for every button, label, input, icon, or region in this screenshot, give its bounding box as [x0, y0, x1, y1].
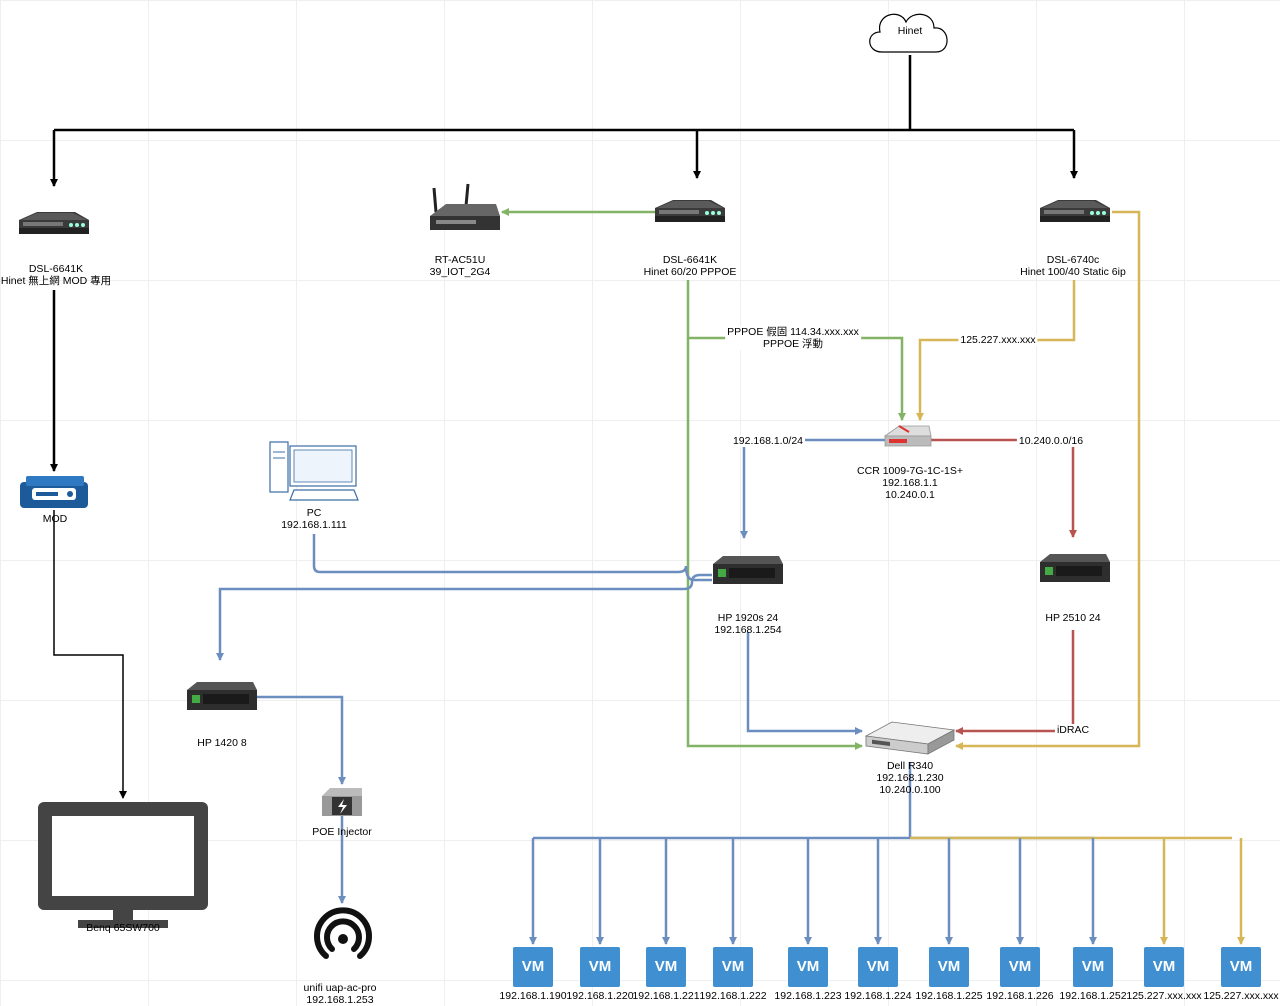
vm-node: VM: [788, 947, 828, 987]
modem-mod-name: DSL-6641K: [28, 263, 84, 275]
vm-ip-label: 125.227.xxx.xxx: [1126, 990, 1202, 1002]
cloud-label: Hinet: [897, 25, 923, 37]
vm-node: VM: [1000, 947, 1040, 987]
router-rt-desc: 39_IOT_2G4: [429, 266, 491, 278]
modem-icon-static: [1040, 200, 1110, 222]
blue-lines: [216, 438, 1094, 904]
pc-label: PC 192.168.1.111: [281, 507, 347, 531]
wifi-ap-icon: [314, 907, 372, 959]
hp1920-ip: 192.168.1.254: [714, 624, 782, 636]
dell-label: Dell R340 192.168.1.230 10.240.0.100: [876, 760, 943, 796]
switch-icon-hp1920: [713, 556, 783, 584]
poe-injector-icon: [322, 788, 362, 816]
vm-ip-label: 125.227.xxx.xxx: [1203, 990, 1279, 1002]
modem-static-label: DSL-6740c Hinet 100/40 Static 6ip: [1020, 254, 1126, 278]
ccr-label: CCR 1009-7G-1C-1S+ 192.168.1.1 10.240.0.…: [857, 465, 963, 501]
edge-label-pppoe-line2: PPPOE 浮動: [762, 338, 824, 350]
pc-ip: 192.168.1.111: [281, 519, 347, 531]
pc-icon: [269, 441, 359, 501]
ccr-name: CCR 1009-7G-1C-1S+: [857, 465, 963, 477]
modem-mod-label: DSL-6641K Hinet 無上網 MOD 專用: [1, 263, 111, 287]
vm-ip-label: 192.168.1.252: [1059, 990, 1127, 1002]
edge-label-static: 125.227.xxx.xxx: [958, 334, 1038, 346]
switch-icon-hp2510: [1040, 554, 1110, 582]
server-icon: [864, 721, 956, 755]
vm-ip-label: 192.168.1.220: [566, 990, 634, 1002]
hp2510-label: HP 2510 24: [1045, 612, 1101, 624]
edge-label-idrac: iDRAC: [1054, 724, 1092, 736]
modem-pppoe-label: DSL-6641K Hinet 60/20 PPPOE: [644, 254, 737, 278]
unifi-ip: 192.168.1.253: [306, 994, 374, 1006]
mod-to-tv-line: [53, 510, 127, 799]
tv-label: Benq 65SW700: [86, 922, 160, 934]
poe-label: POE Injector: [312, 826, 372, 838]
switch-icon-hp1420: [187, 682, 257, 710]
modem-static-name: DSL-6740c: [1046, 254, 1100, 266]
vm-node: VM: [513, 947, 553, 987]
router-rt-label: RT-AC51U 39_IOT_2G4: [430, 254, 491, 278]
vm-node: VM: [646, 947, 686, 987]
modem-icon-mod: [19, 212, 89, 234]
tv-icon: [38, 802, 208, 928]
unifi-label: unifi uap-ac-pro 192.168.1.253: [304, 982, 377, 1006]
vm-node: VM: [580, 947, 620, 987]
edge-label-pppoe-line1: PPPOE 假固 114.34.xxx.xxx: [727, 326, 859, 338]
edge-label-lan: 192.168.1.0/24: [730, 435, 806, 447]
hp1920-name: HP 1920s 24: [717, 612, 779, 624]
router-rt-name: RT-AC51U: [434, 254, 486, 266]
edge-label-pppoe: PPPOE 假固 114.34.xxx.xxx PPPOE 浮動: [725, 326, 861, 350]
unifi-name: unifi uap-ac-pro: [303, 982, 377, 994]
vm-ip-label: 192.168.1.226: [986, 990, 1054, 1002]
ccr-router-icon: [883, 425, 932, 447]
wan-lines: [50, 55, 1078, 472]
vm-node: VM: [929, 947, 969, 987]
vm-ip-label: 192.168.1.221: [632, 990, 700, 1002]
modem-pppoe-name: DSL-6641K: [662, 254, 718, 266]
dell-ip1: 192.168.1.230: [876, 772, 944, 784]
hp1920-label: HP 1920s 24 192.168.1.254: [714, 612, 781, 636]
vm-ip-label: 192.168.1.222: [699, 990, 767, 1002]
vm-node: VM: [858, 947, 898, 987]
ccr-ip1: 192.168.1.1: [882, 477, 938, 489]
mod-box-icon: [20, 476, 88, 508]
vm-ip-label: 192.168.1.190: [499, 990, 567, 1002]
dell-ip2: 10.240.0.100: [879, 784, 941, 796]
modem-pppoe-desc: Hinet 60/20 PPPOE: [643, 266, 737, 278]
modem-icon-pppoe: [655, 200, 725, 222]
modem-static-desc: Hinet 100/40 Static 6ip: [1020, 266, 1126, 278]
cloud-icon: [869, 13, 948, 53]
vm-ip-label: 192.168.1.223: [774, 990, 842, 1002]
vm-node: VM: [1073, 947, 1113, 987]
dell-name: Dell R340: [886, 760, 934, 772]
modem-mod-desc: Hinet 無上網 MOD 專用: [0, 275, 112, 287]
hp1420-label: HP 1420 8: [197, 737, 247, 749]
vm-ip-label: 192.168.1.225: [915, 990, 983, 1002]
vm-node: VM: [1221, 947, 1261, 987]
vm-drop-lines: [529, 838, 1245, 945]
pc-name: PC: [306, 507, 322, 519]
green-lines: [501, 208, 906, 750]
vm-node: VM: [1144, 947, 1184, 987]
vm-ip-label: 192.168.1.224: [844, 990, 912, 1002]
router-icon: [430, 183, 500, 230]
edge-label-mgmt: 10.240.0.0/16: [1016, 435, 1086, 447]
mod-box-label: MOD: [42, 513, 68, 525]
ccr-ip2: 10.240.0.1: [885, 489, 935, 501]
vm-node: VM: [713, 947, 753, 987]
